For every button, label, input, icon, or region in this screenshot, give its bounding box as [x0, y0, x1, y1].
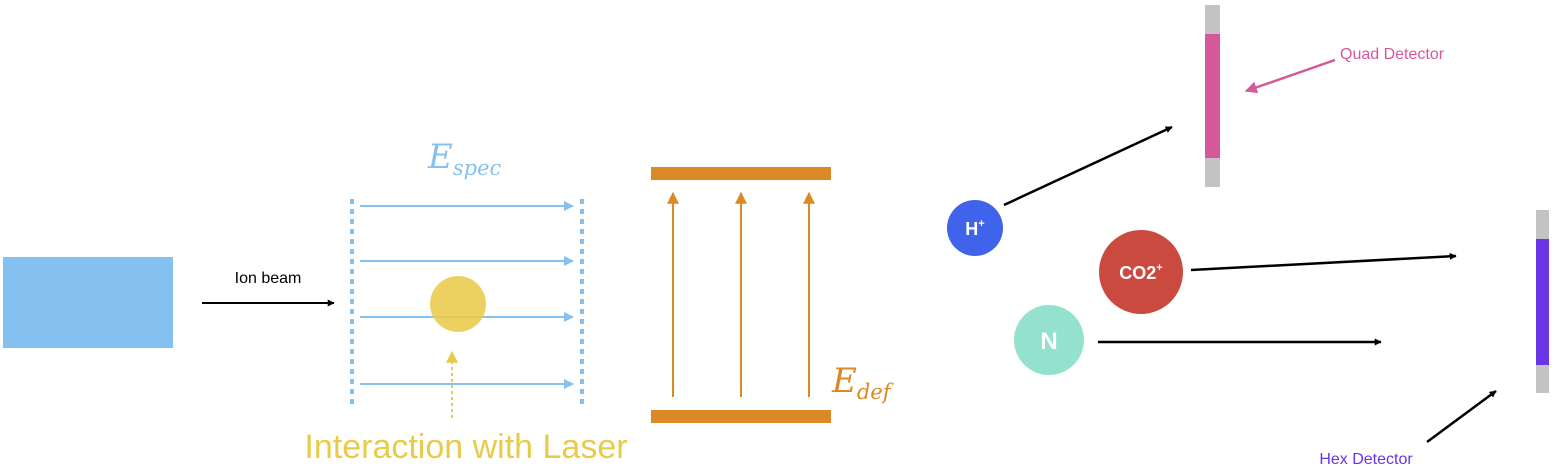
quad-detector-active-area: [1205, 34, 1220, 158]
hex-detector-label: Hex Detector: [1319, 451, 1413, 468]
hex-detector-active-area: [1536, 239, 1549, 365]
hex-detector-pointer: [1426, 389, 1497, 444]
ion-source-block: [3, 257, 173, 348]
quad-detector-pointer: [1244, 58, 1336, 94]
deflector-plate-top: [651, 167, 831, 180]
spectrometer-field-label: Espec: [427, 137, 501, 180]
co2-plus-label: CO2+: [1119, 262, 1162, 283]
laser-interaction-spot: [430, 276, 486, 332]
n-atom: [1014, 305, 1084, 375]
ion-beam-label: Ion beam: [235, 270, 302, 287]
co2-plus-ion: [1099, 230, 1183, 314]
co2-plus-trajectory: [1190, 252, 1457, 272]
h-plus-trajectory: [1003, 125, 1173, 207]
deflector-field-label: Edef: [831, 361, 894, 404]
deflector-plate-bottom: [651, 410, 831, 423]
laser-label: Interaction with Laser: [304, 428, 627, 466]
quad-detector-label: Quad Detector: [1340, 46, 1445, 63]
h-plus-ion: [947, 200, 1003, 256]
h-plus-label: H+: [965, 218, 984, 239]
n-label: N: [1040, 328, 1057, 355]
